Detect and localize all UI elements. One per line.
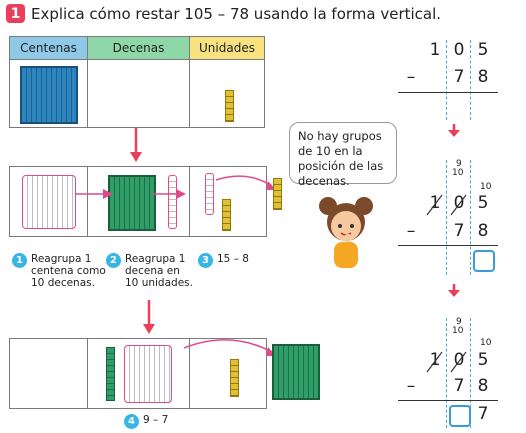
ten-rods-group-icon bbox=[108, 175, 156, 231]
exercise-number: 1 bbox=[6, 4, 25, 23]
ten-rod-icon bbox=[106, 347, 115, 401]
exercise-title: 1 Explica cómo restar 105 – 78 usando la… bbox=[6, 4, 441, 23]
step-2: 2 Reagrupa 1 decena en 10 unidades. bbox=[106, 253, 196, 289]
header-decenas: Decenas bbox=[87, 36, 190, 60]
step-3: 3 15 – 8 bbox=[198, 253, 268, 268]
place-value-table: Centenas Decenas Unidades bbox=[9, 36, 265, 128]
curved-arrow-icon bbox=[183, 339, 276, 356]
dashed-ten-icon bbox=[168, 175, 177, 229]
step-1: 1 Reagrupa 1 centena como 10 decenas. bbox=[12, 253, 112, 289]
hundred-block-icon bbox=[20, 66, 78, 124]
down-arrow-icon bbox=[448, 124, 460, 137]
dashed-hundred-icon bbox=[22, 175, 76, 229]
girl-character-icon bbox=[319, 197, 373, 268]
ten-rod-icon bbox=[273, 178, 282, 210]
answer-box-tens[interactable] bbox=[449, 405, 471, 427]
regroup-row bbox=[9, 166, 267, 237]
header-unidades: Unidades bbox=[189, 36, 265, 60]
header-centenas: Centenas bbox=[9, 36, 88, 60]
arrow-right-icon bbox=[152, 189, 186, 199]
cell-unidades bbox=[189, 59, 265, 128]
ten-rods-group-icon bbox=[272, 344, 320, 400]
ten-rod-icon bbox=[222, 199, 231, 231]
ten-rod-icon bbox=[225, 90, 234, 122]
curved-arrow-icon bbox=[215, 175, 276, 190]
exercise-instruction: Explica cómo restar 105 – 78 usando la f… bbox=[31, 4, 442, 23]
speech-bubble: No hay grupos de 10 en la posición de la… bbox=[289, 122, 397, 188]
dashed-tens-icon bbox=[124, 345, 172, 403]
arrow-right-icon bbox=[75, 189, 113, 199]
ten-rod-icon bbox=[230, 359, 239, 397]
answer-box-units[interactable] bbox=[473, 250, 495, 272]
down-arrow-icon bbox=[143, 300, 155, 334]
cell-decenas bbox=[87, 59, 190, 128]
step-4: 4 9 – 7 bbox=[124, 414, 204, 429]
down-arrow-icon bbox=[448, 284, 460, 297]
down-arrow-icon bbox=[130, 128, 142, 162]
subtract-row bbox=[9, 338, 267, 409]
dashed-ten-units-icon bbox=[205, 173, 214, 215]
cell-centenas bbox=[9, 59, 88, 128]
